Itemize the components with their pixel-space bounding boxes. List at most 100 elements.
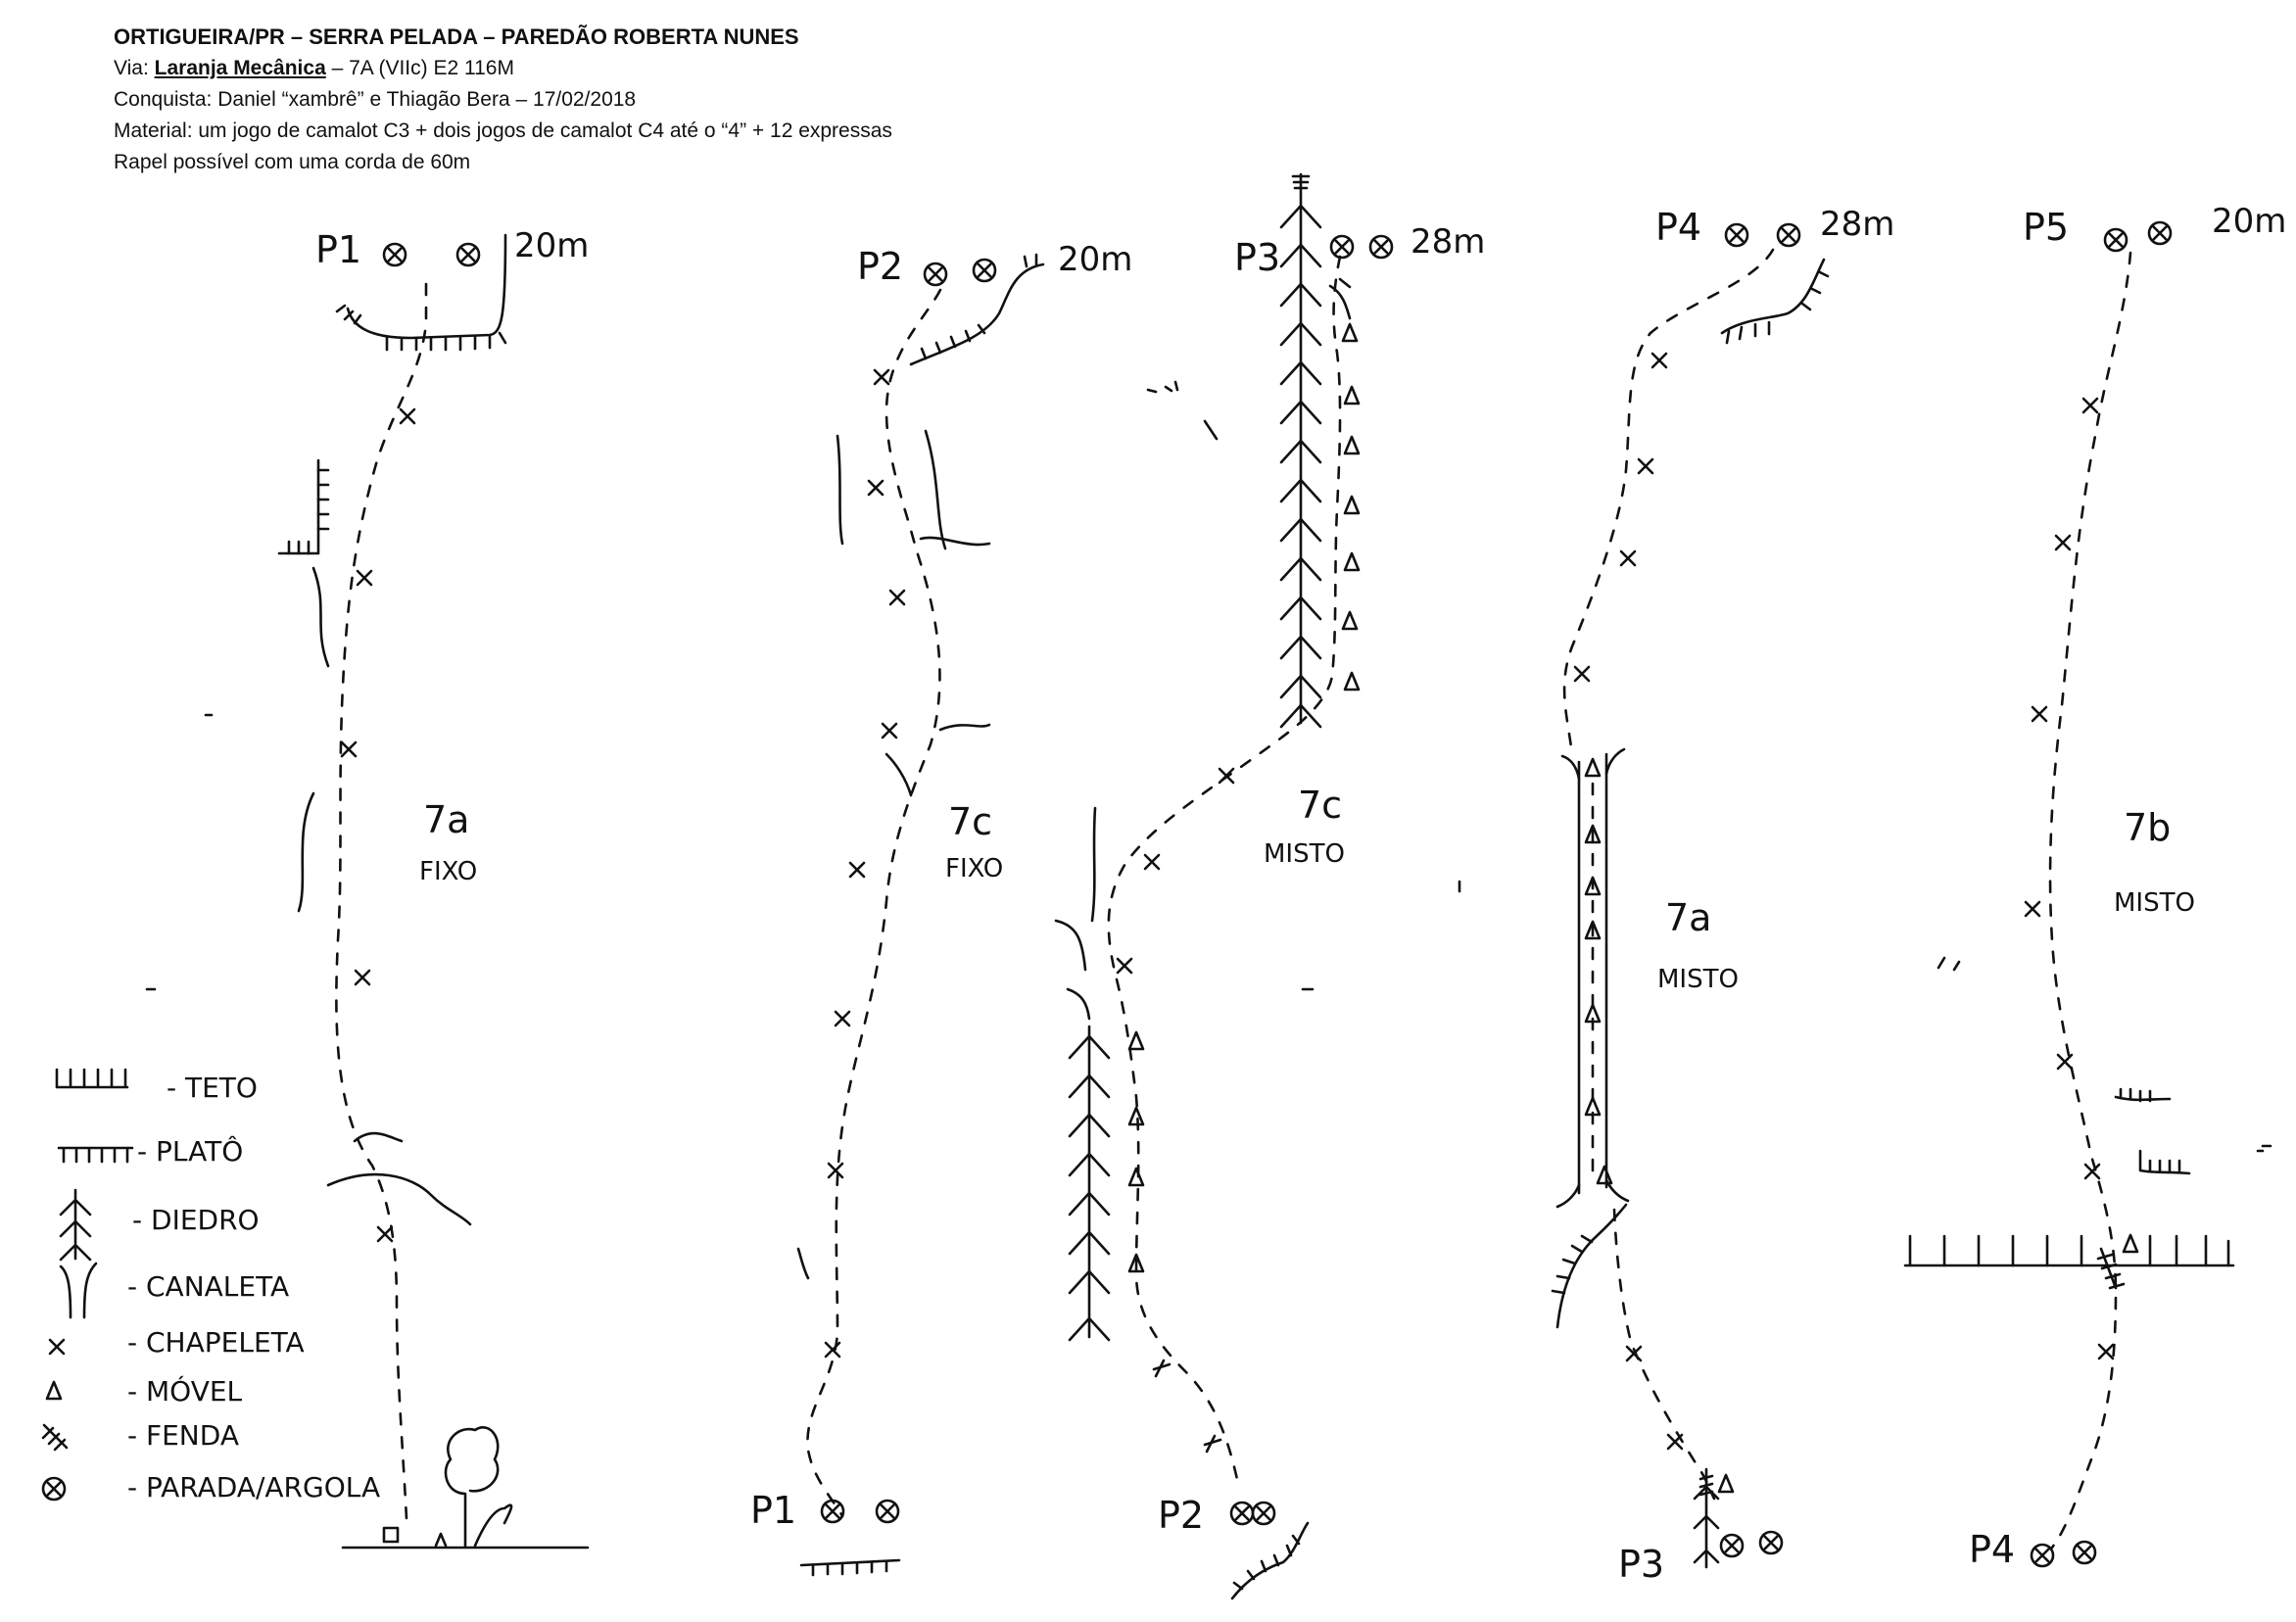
pitch-2-topo: P2 20m 7c FIXO P1 xyxy=(750,240,1132,1577)
pitch-3-topo: P3 28m 7c MISTO xyxy=(1054,172,1485,1600)
pitch-1-top-label: P1 xyxy=(315,228,361,271)
pitch-5-bottom-anchor-icon xyxy=(2030,1543,2055,1568)
legend-chapeleta: - CHAPELETA xyxy=(127,1326,305,1359)
pitch-2-bolt-icon xyxy=(873,368,890,386)
pitch-3-bottom-anchor-icon xyxy=(1229,1501,1255,1526)
pitch-4-bolt-icon xyxy=(1637,457,1654,475)
pitch-4-bottom-label: P3 xyxy=(1618,1543,1664,1586)
pitch-3-cam-icon xyxy=(1343,671,1361,692)
pitch-2-route-line xyxy=(806,288,942,1518)
pitch-3-grade: 7c xyxy=(1298,784,1342,827)
pitch-3-bolt-icon xyxy=(1218,767,1235,785)
pitch-1-route-line xyxy=(335,282,428,1520)
pitch-4-cam-icon xyxy=(1584,757,1602,778)
route-grade: – 7A (VIIc) E2 116M xyxy=(325,57,514,79)
pitch-1-bolt-icon xyxy=(354,969,371,986)
pitch-4-anchor-icon xyxy=(1776,222,1801,248)
pitch-2-length: 20m xyxy=(1058,240,1132,279)
pitch-3-cam-icon xyxy=(1343,385,1361,406)
pitch-4-gully xyxy=(1577,752,1608,1195)
pitch-2-plateau xyxy=(909,262,1045,366)
pitch-4-route-line xyxy=(1562,248,1775,756)
pitch-4-bolt-icon xyxy=(1650,352,1668,369)
pitch-4-anchor-icon xyxy=(1724,222,1749,248)
topo-header: ORTIGUEIRA/PR – SERRA PELADA – PAREDÃO R… xyxy=(114,22,892,178)
teto-icon xyxy=(55,1068,129,1089)
pitch-3-cam-icon xyxy=(1343,495,1361,515)
canaleta-icon xyxy=(59,1262,98,1319)
pitch-2-anchor-icon xyxy=(972,258,997,283)
pitch-5-anchor-icon xyxy=(2147,220,2173,246)
pitch-5-type: MISTO xyxy=(2114,888,2195,918)
pitch-3-route-line xyxy=(1107,255,1342,1491)
pitch-2-grade: 7c xyxy=(948,800,992,843)
pitch-1-bolt-icon xyxy=(376,1225,394,1243)
pitch-2-bolt-icon xyxy=(867,479,885,497)
pitch-4-bolt-icon xyxy=(1573,665,1591,683)
movel-icon xyxy=(45,1380,63,1401)
pitch-5-bolt-icon xyxy=(2081,397,2099,414)
pitch-2-type: FIXO xyxy=(945,854,1003,883)
pitch-4-bolt-icon xyxy=(1666,1433,1684,1451)
pitch-3-cam-icon xyxy=(1127,1167,1145,1187)
pitch-5-top-label: P5 xyxy=(2023,206,2069,249)
fenda-icon xyxy=(41,1423,69,1452)
pitch-3-cam-icon xyxy=(1341,610,1359,631)
legend-teto: - TETO xyxy=(167,1072,258,1104)
pitch-4-grade: 7a xyxy=(1665,896,1711,939)
crag-title: ORTIGUEIRA/PR – SERRA PELADA – PAREDÃO R… xyxy=(114,24,799,49)
pitch-5-crack-icon xyxy=(2096,1247,2126,1290)
pitch-3-cam-icon xyxy=(1343,435,1361,455)
pitch-5-topo: P5 20m 7b MISTO P4 xyxy=(1903,202,2286,1571)
pitch-2-bolt-icon xyxy=(848,861,866,879)
pitch-2-bolt-icon xyxy=(881,722,898,739)
pitch-2-bolt-icon xyxy=(888,589,906,606)
legend-parada: - PARADA/ARGOLA xyxy=(127,1471,380,1503)
pitch-5-cam-icon xyxy=(2122,1233,2139,1254)
pitch-4-length: 28m xyxy=(1820,205,1894,244)
pitch-4-bolt-icon xyxy=(1619,549,1637,567)
pitch-3-top-label: P3 xyxy=(1234,236,1280,279)
pitch-1-anchor-icon xyxy=(455,242,481,267)
pitch-2-bolt-icon xyxy=(824,1341,841,1359)
pitch-4-type: MISTO xyxy=(1657,965,1739,994)
plato-icon xyxy=(57,1146,134,1164)
legend-canaleta: - CANALETA xyxy=(127,1270,289,1303)
pitch-5-length: 20m xyxy=(2212,202,2286,241)
pitch-1-bolt-icon xyxy=(399,407,416,425)
pitch-5-anchor-icon xyxy=(2103,227,2129,253)
pitch-1-grade: 7a xyxy=(423,798,469,841)
pitch-4-bottom-anchor-icon xyxy=(1758,1530,1784,1555)
pitch-4-topo: P4 28m 7a MISTO P3 xyxy=(1551,205,1894,1586)
diedro-icon xyxy=(59,1188,92,1262)
rappel-note: Rapel possível com uma corda de 60m xyxy=(114,151,471,173)
pitch-3-cam-icon xyxy=(1343,551,1361,572)
pitch-3-type: MISTO xyxy=(1264,839,1345,869)
pitch-5-route-line xyxy=(2048,251,2132,1550)
pitch-2-bolt-icon xyxy=(834,1010,851,1027)
pitch-2-bottom-label: P1 xyxy=(750,1489,796,1532)
pitch-3-bolt-icon xyxy=(1143,853,1161,871)
pitch-1-anchor-icon xyxy=(382,242,407,267)
pitch-3-bottom-anchor-icon xyxy=(1251,1501,1276,1526)
pitch-1-length: 20m xyxy=(514,226,589,265)
gear-list: Material: um jogo de camalot C3 + dois j… xyxy=(114,119,892,142)
legend-fenda: - FENDA xyxy=(127,1419,239,1452)
via-prefix: Via: xyxy=(114,57,155,79)
pitch-2-bottom-anchor-icon xyxy=(875,1499,900,1524)
pitch-5-bottom-label: P4 xyxy=(1969,1528,2015,1571)
pitch-1-type: FIXO xyxy=(419,857,477,886)
legend-plato: - PLATÔ xyxy=(137,1134,243,1168)
legend-diedro: - DIEDRO xyxy=(132,1204,260,1236)
pitch-5-bolt-icon xyxy=(2056,1053,2074,1071)
route-name: Laranja Mecânica xyxy=(154,57,326,79)
legend: - TETO - PLATÔ - DIEDRO - CANALETA - CHA… xyxy=(41,1068,380,1503)
pitch-2-anchor-icon xyxy=(923,262,948,287)
pitch-3-bottom-label: P2 xyxy=(1158,1494,1204,1537)
pitch-3-length: 28m xyxy=(1411,222,1485,262)
pitch-1-topo: P1 20m 7a FIXO xyxy=(277,226,589,1550)
pitch-5-bolt-icon xyxy=(2024,900,2041,918)
pitch-5-bolt-icon xyxy=(2031,705,2048,723)
tree-icon xyxy=(444,1426,500,1548)
